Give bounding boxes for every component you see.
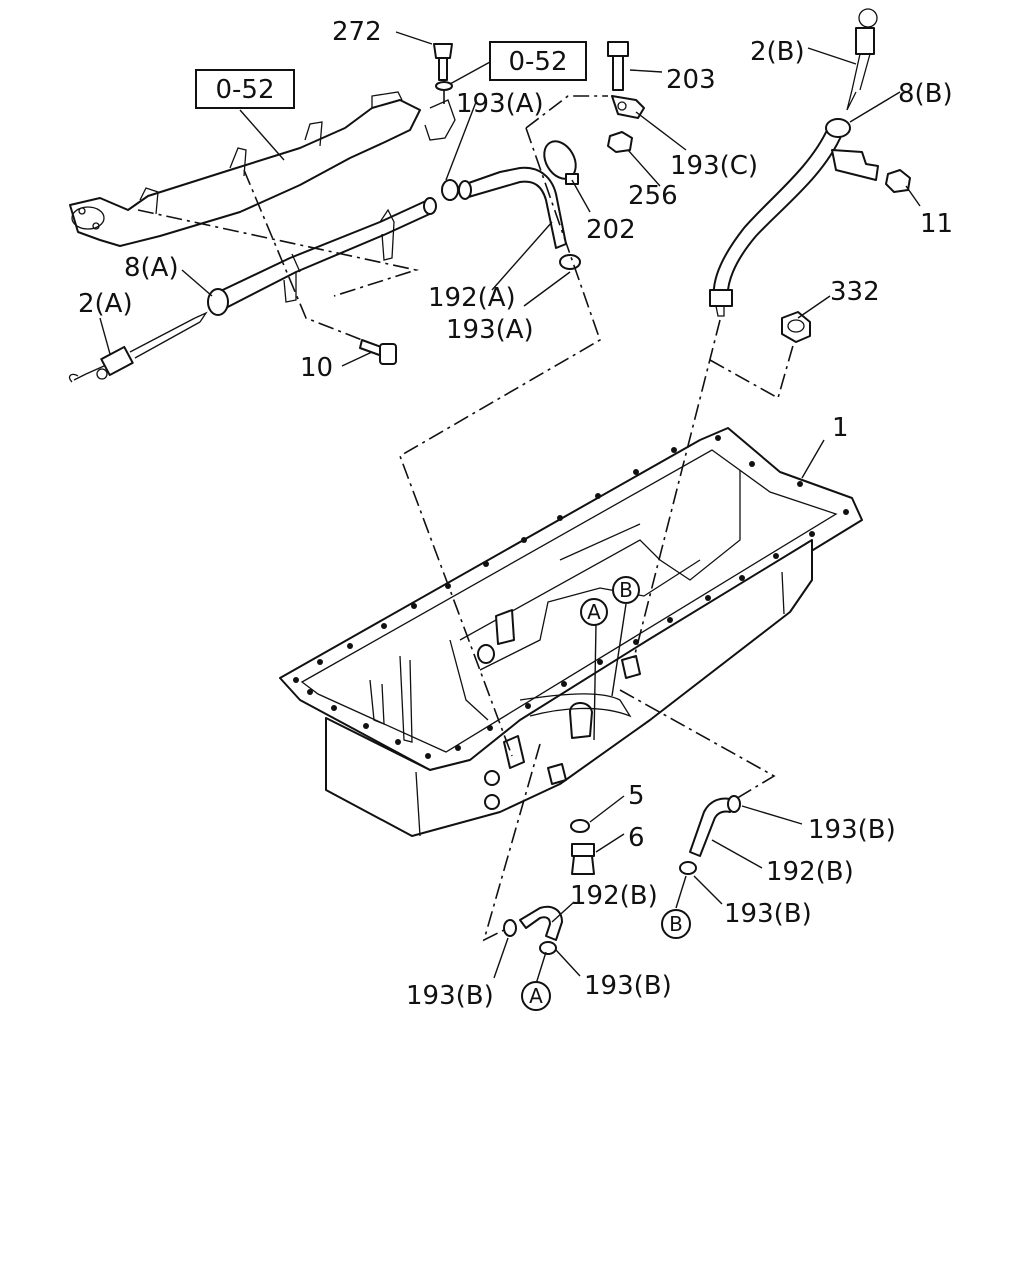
bolt-10 [359, 339, 397, 365]
oil-pan [279, 427, 863, 837]
label-2b: 2(B) [750, 37, 805, 67]
label-11: 11 [920, 209, 953, 239]
right-dipstick-assembly [709, 8, 911, 343]
reference-left-text: 0-52 [215, 75, 274, 105]
marker-hose-a: A [521, 981, 551, 1011]
part-labels: 272 193(A) 203 2(B) 8(B) 193(C) 256 11 2… [78, 17, 953, 1011]
label-193c: 193(C) [670, 151, 758, 181]
label-2a: 2(A) [78, 289, 133, 319]
svg-text:B: B [669, 912, 683, 936]
hose-192b-right [679, 795, 741, 875]
label-8b: 8(B) [898, 79, 953, 109]
marker-hose-b: B [661, 909, 691, 939]
gauge-guide-tube-assembly [68, 41, 645, 383]
label-193b-right-bottom: 193(B) [724, 899, 812, 929]
label-193a-top: 193(A) [456, 89, 544, 119]
label-192b-right: 192(B) [766, 857, 854, 887]
label-203: 203 [666, 65, 716, 95]
label-332: 332 [830, 277, 880, 307]
label-193b-center: 193(B) [584, 971, 672, 1001]
label-193a-mid: 193(A) [446, 315, 534, 345]
label-193b-right-top: 193(B) [808, 815, 896, 845]
label-10: 10 [300, 353, 333, 383]
label-202: 202 [586, 215, 636, 245]
marker-pan-a: A [580, 598, 608, 626]
svg-text:A: A [529, 984, 543, 1008]
label-193b-left: 193(B) [406, 981, 494, 1011]
flange-bolt-holes [293, 435, 849, 759]
label-6: 6 [628, 823, 645, 853]
label-8a: 8(A) [124, 253, 179, 283]
reference-box-left: 0-52 [195, 69, 295, 109]
alignment-lines [137, 90, 795, 942]
label-272: 272 [332, 17, 382, 47]
marker-pan-b: B [612, 576, 640, 604]
svg-text:A: A [587, 600, 601, 624]
label-1: 1 [832, 413, 849, 443]
label-256: 256 [628, 181, 678, 211]
drain-washer-5 [570, 819, 590, 833]
label-5: 5 [628, 781, 645, 811]
hose-192b-center [503, 905, 563, 955]
label-192b-center: 192(B) [570, 881, 658, 911]
reference-box-center: 0-52 [489, 41, 587, 81]
drain-plug-6 [571, 843, 595, 875]
reference-center-text: 0-52 [508, 47, 567, 77]
svg-text:B: B [619, 578, 633, 602]
leader-lines [99, 31, 921, 985]
label-192a: 192(A) [428, 283, 516, 313]
